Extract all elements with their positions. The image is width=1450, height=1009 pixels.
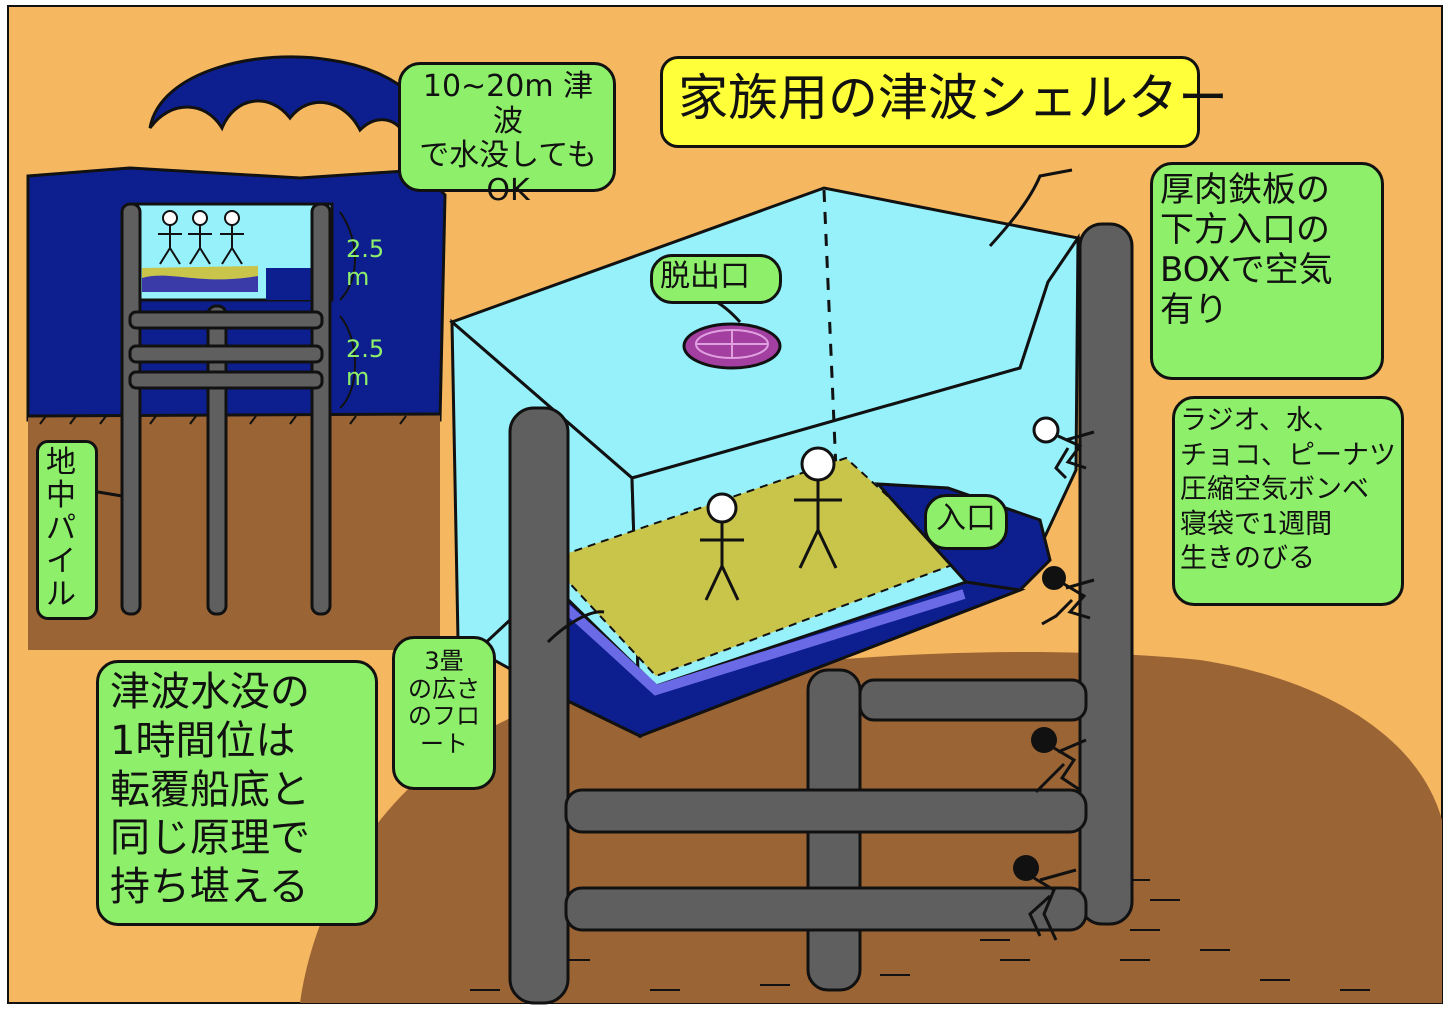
bubble-exit xyxy=(650,254,782,304)
label-entrance: 入口 xyxy=(936,501,996,536)
bubble-flood-ok xyxy=(398,62,616,192)
bubble-float xyxy=(392,636,496,790)
tsunami-wave xyxy=(148,55,433,152)
label-height-upper: 2.5 m xyxy=(346,235,385,291)
label-exit: 脱出口 xyxy=(660,259,750,294)
bubble-principle xyxy=(96,660,378,926)
label-pile: 地 中 パ イ ル xyxy=(46,445,76,612)
label-float: 3畳 の広さ のフロート xyxy=(408,647,480,758)
climbers xyxy=(1013,416,1095,941)
bubble-entrance xyxy=(924,494,1008,550)
title-text: 家族用の津波シェルター xyxy=(678,69,1228,127)
bubble-supplies xyxy=(1172,396,1404,606)
label-supplies: ラジオ、水、 チョコ、ピーナツ 圧縮空気ボンベ 寝袋で1週間 生きのびる xyxy=(1180,405,1396,575)
title-banner xyxy=(660,56,1200,148)
label-principle: 津波水没の 1時間位は 転覆船底と 同じ原理で 持ち堪える xyxy=(110,669,310,911)
bubble-steel-box xyxy=(1150,162,1384,380)
label-flood-ok: 10~20m 津波 で水没しても OK xyxy=(419,69,597,208)
bubble-pile xyxy=(36,440,98,620)
label-height-lower: 2.5 m xyxy=(346,335,385,391)
label-steel-box: 厚肉鉄板の 下方入口の BOXで空気 有り xyxy=(1160,170,1333,331)
